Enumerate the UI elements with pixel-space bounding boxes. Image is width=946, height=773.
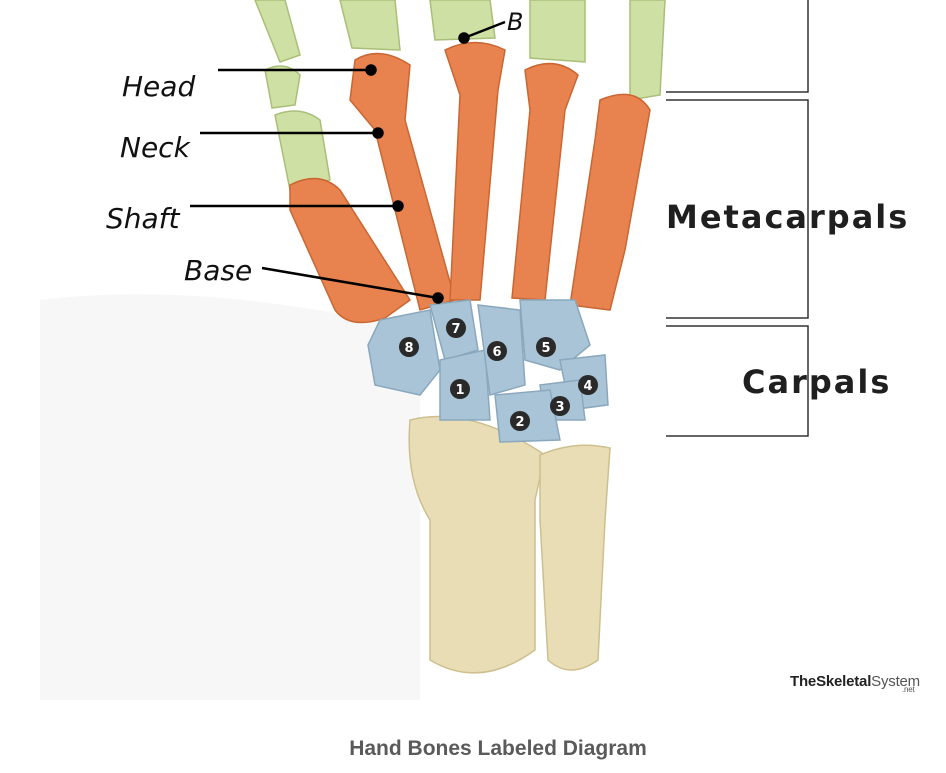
diagram-caption: Hand Bones Labeled Diagram [349, 737, 647, 760]
carpal-number-8: 8 [404, 341, 413, 356]
carpal-number-2: 2 [515, 415, 524, 430]
carpal-number-7: 7 [451, 322, 460, 337]
carpal-number-6: 6 [492, 345, 501, 360]
metacarpals [289, 41, 651, 324]
radius-bone [408, 415, 546, 674]
carpal-number-5: 5 [541, 341, 550, 356]
watermark-brand-thin: System [871, 673, 920, 690]
ulna-bone [539, 444, 611, 671]
phalanges [254, 0, 666, 191]
watermark-logo: TheSkeletalSystem.net [790, 673, 933, 694]
label-neck: Neck [120, 131, 192, 164]
watermark-suffix: .net [901, 685, 915, 694]
brackets [666, 0, 809, 437]
label-shaft: Shaft [106, 202, 181, 235]
background-shadow [40, 294, 420, 700]
group-label-metacarpals: Metacarpals [666, 198, 909, 236]
carpal-number-3: 3 [555, 400, 564, 415]
carpal-number-1: 1 [455, 383, 464, 398]
carpal-number-marks: 1 2 3 4 5 6 7 8 [399, 318, 598, 431]
hand-bones-diagram: 1 2 3 4 5 6 7 8 Head Neck Shaft Base B [40, 0, 909, 700]
label-head: Head [122, 70, 195, 103]
label-b: B [507, 8, 523, 36]
carpal-number-4: 4 [583, 379, 592, 394]
watermark-brand-bold: TheSkeletal [790, 673, 872, 690]
leader-lines [190, 20, 506, 304]
label-base: Base [184, 254, 252, 287]
group-label-carpals: Carpals [742, 363, 891, 401]
